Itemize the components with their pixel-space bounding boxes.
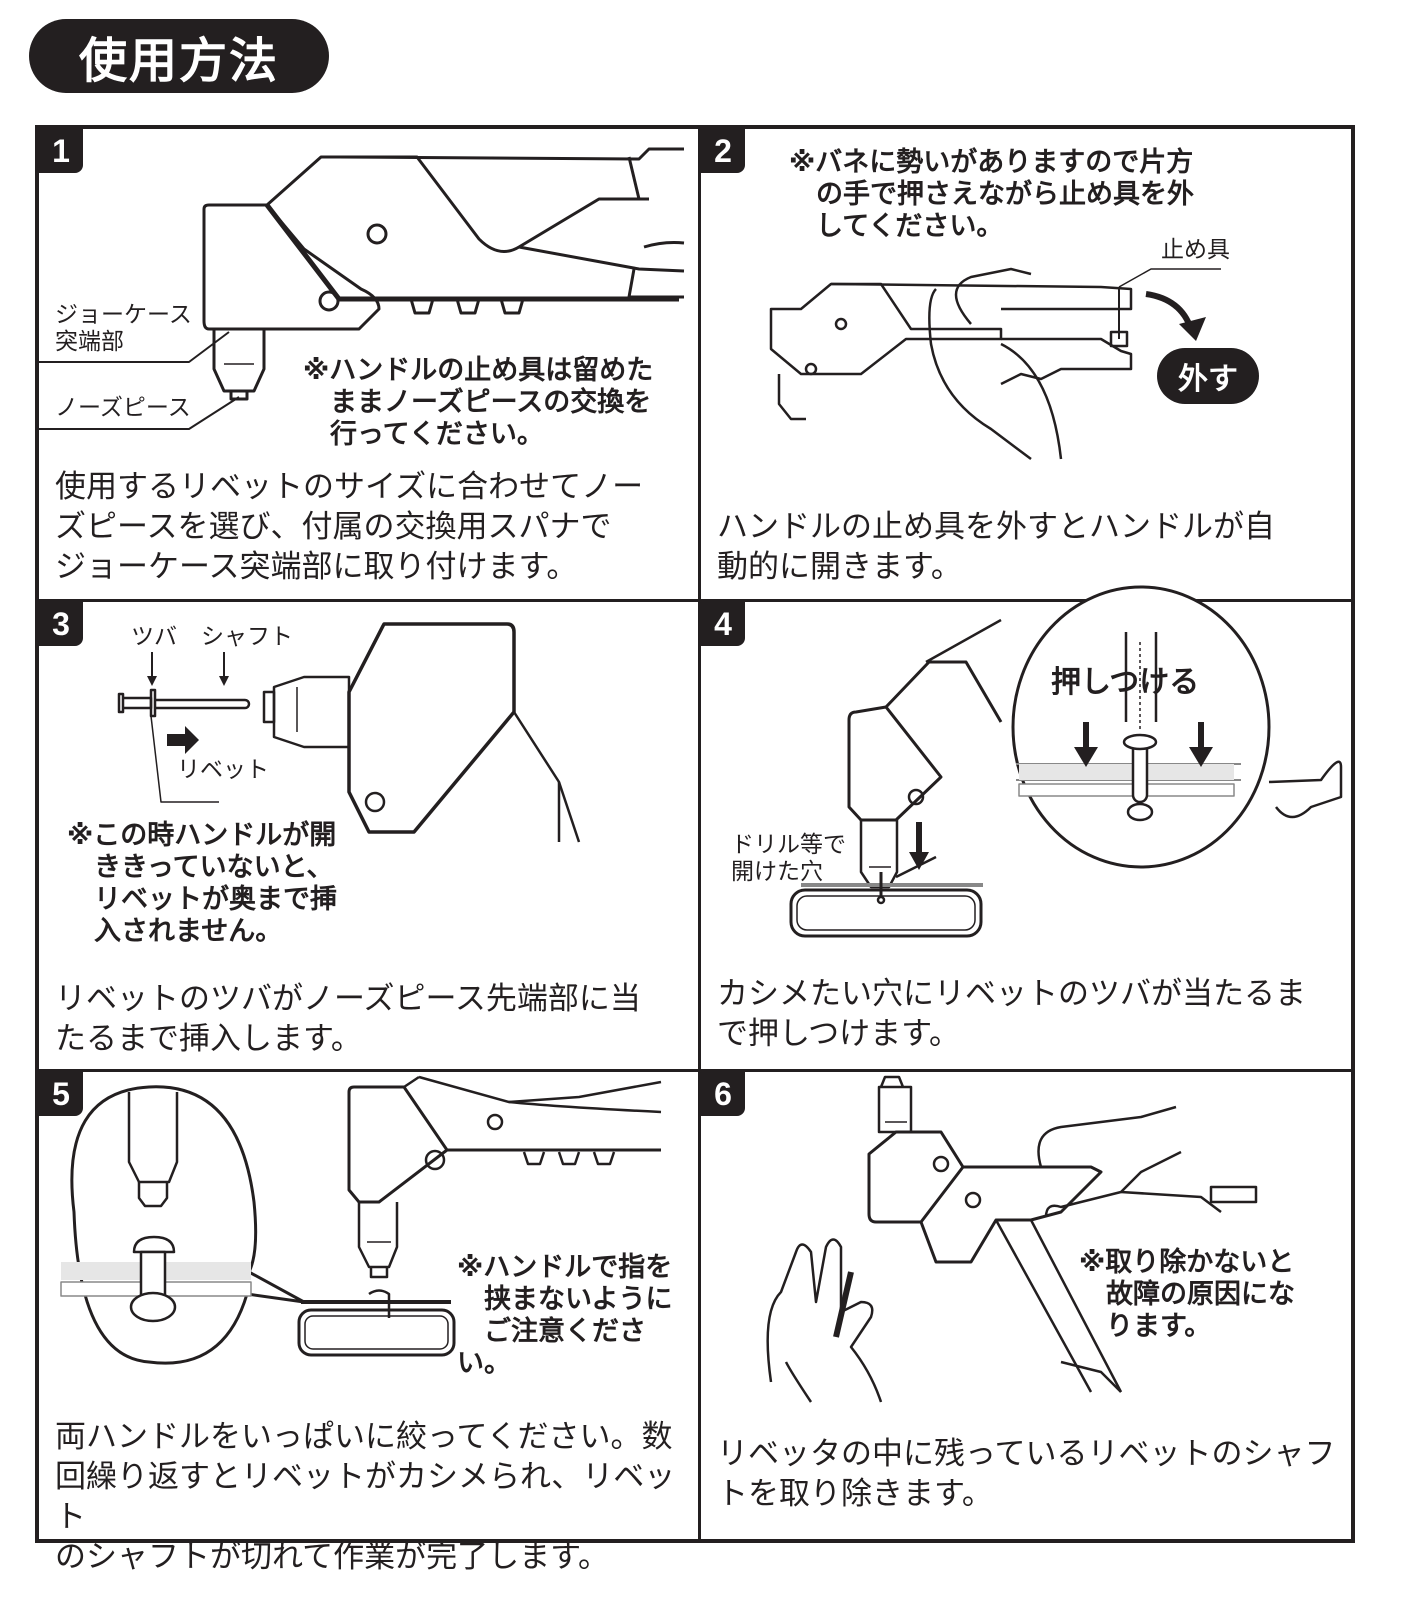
- arrow-down-icon: [1189, 747, 1213, 767]
- step-number: 4: [701, 602, 745, 646]
- nose-piece-label: ノーズピース: [55, 395, 191, 421]
- step-2-description: ハンドルの止め具を外すとハンドルが自 動的に開きます。: [717, 509, 1275, 585]
- step-1-description: 使用するリベットのサイズに合わせてノー ズピースを選び、付属の交換用スパナで ジ…: [55, 469, 644, 585]
- arrow-down-icon: [909, 852, 929, 870]
- squeeze-handles-illustration: [60, 1075, 662, 1365]
- step-number: 1: [39, 129, 83, 173]
- step-5-note: ※ハンドルで指を 挟まないように ご注意ください。: [457, 1252, 673, 1379]
- rivet-label: リベット: [177, 757, 269, 783]
- step-2-note: ※バネに勢いがありますので片方 の手で押さえながら止め具を外 してください。: [789, 147, 1194, 242]
- step-6-panel: 6 ※取り除かないと 故障の原因にな ります。 リベッタの中に残っているリベット…: [701, 1072, 1351, 1539]
- arrow-right-icon: [167, 726, 199, 754]
- riveter-side-illustration: [39, 147, 685, 430]
- step-5-panel: 5 ※ハンドルで指を 挟まないように ご注意く: [39, 1072, 701, 1575]
- step-6-note: ※取り除かないと 故障の原因にな ります。: [1079, 1247, 1295, 1342]
- rivet-insertion-illustration: [117, 622, 581, 843]
- shaft-label: シャフト: [201, 624, 293, 650]
- arrow-down-icon: [1074, 747, 1098, 767]
- nut-icon: [499, 297, 525, 315]
- step-3-panel: 3 ツバ シャフト リベット ※この時ハンドルが開 ききっていな: [39, 602, 701, 1072]
- step-3-description: リベットのツバがノーズピース先端部に当 たるまで挿入します。: [55, 981, 641, 1057]
- nut-icon: [455, 297, 481, 315]
- step-1-panel: 1 ジョーケース 突端部 ノーズピース ※ハンドルの止め具は留めた ままノーズピ…: [39, 129, 701, 602]
- step-3-note: ※この時ハンドルが開 ききっていないと、 リベットが奥まで挿 入されません。: [67, 820, 337, 947]
- step-2-panel: 2 ※バネに勢いがありますので片方 の手で押さえながら止め具を外 してください。…: [701, 129, 1351, 602]
- remove-badge: 外す: [1157, 348, 1259, 404]
- step-6-description: リベッタの中に残っているリベットのシャフ トを取り除きます。: [717, 1436, 1336, 1512]
- step-number: 2: [701, 129, 745, 173]
- jaw-case-tip-label: ジョーケース 突端部: [55, 302, 192, 355]
- remove-shaft-illustration: [766, 1075, 1258, 1403]
- step-number: 5: [39, 1072, 83, 1116]
- stopper-label: 止め具: [1161, 237, 1230, 263]
- press-callout: 押しつける: [1051, 665, 1200, 700]
- rivet-icon: [117, 688, 251, 718]
- page-title: 使用方法: [29, 19, 329, 93]
- step-4-description: カシメたい穴にリベットのツバが当たるま で押しつけます。: [717, 976, 1306, 1052]
- flange-label: ツバ: [131, 624, 177, 650]
- step-number: 6: [701, 1072, 745, 1116]
- nut-icon: [409, 297, 435, 315]
- step-4-panel: 4: [701, 585, 1351, 1072]
- hand-releasing-stopper-illustration: [769, 267, 1221, 460]
- step-1-note: ※ハンドルの止め具は留めた ままノーズピースの交換を 行ってください。: [303, 355, 654, 450]
- instruction-grid: 1 ジョーケース 突端部 ノーズピース ※ハンドルの止め具は留めた ままノーズピ…: [35, 125, 1355, 1575]
- drilled-hole-label: ドリル等で 開けた穴: [731, 832, 846, 885]
- press-rivet-illustration: [789, 585, 1343, 938]
- step-number: 3: [39, 602, 83, 646]
- step-5-description: 両ハンドルをいっぱいに絞ってください。数 回繰り返すとリベットがカシメられ、リベ…: [55, 1419, 676, 1575]
